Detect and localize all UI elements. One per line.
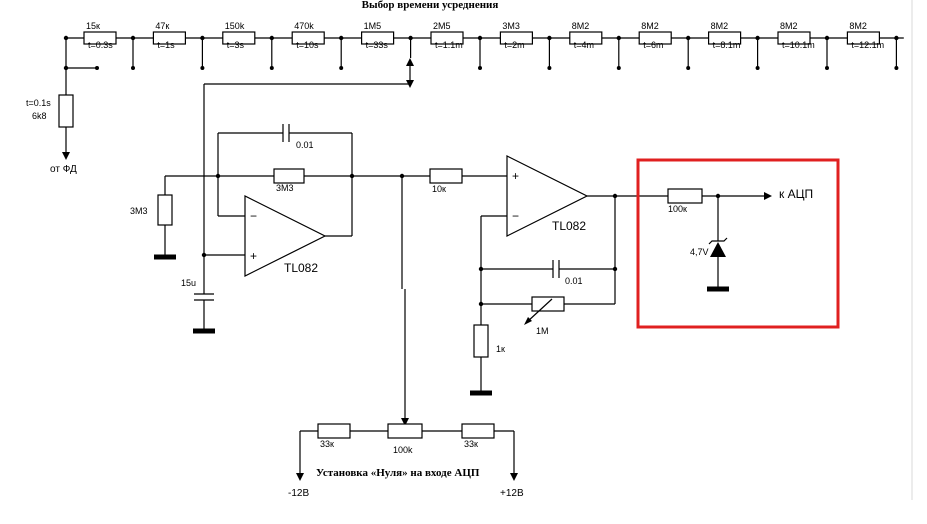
pot-100k-label: 100k	[393, 445, 413, 455]
chain-resistor-9	[638, 31, 672, 45]
chain-resistor-5	[361, 31, 395, 45]
chain-resistor-1	[83, 31, 117, 45]
zener-label: 4,7V	[690, 247, 709, 257]
chain-res-value: 8M2	[849, 21, 867, 31]
res-33k-right	[461, 423, 495, 439]
chain-resistor-8	[569, 31, 603, 45]
res-10k	[429, 168, 463, 184]
input-res-value: 6k8	[32, 111, 47, 121]
chain-time-label: t=10s	[296, 40, 319, 50]
chain-resistor-7	[499, 31, 533, 45]
chain-resistor-10	[707, 31, 742, 45]
opamp2-minus: −	[512, 209, 519, 223]
chain-time-label: t=4m	[574, 40, 594, 50]
res-33k-left-label: 33к	[320, 439, 334, 449]
zener-diode	[710, 242, 726, 257]
chain-resistor-6	[430, 31, 464, 45]
res-3m3-fb-label: 3M3	[276, 183, 294, 193]
chain-res-value: 47к	[155, 21, 169, 31]
adc-label: к АЦП	[779, 187, 813, 201]
res-3m3-fb	[273, 168, 305, 184]
res-33k-right-label: 33к	[464, 439, 478, 449]
pot-100k	[387, 423, 423, 439]
chain-time-label: t=6m	[643, 40, 663, 50]
pot-1m	[531, 296, 565, 312]
res-10k-label: 10к	[432, 184, 446, 194]
chain-res-value: 3M3	[502, 21, 520, 31]
chain-time-label: t=2m	[504, 40, 524, 50]
chain-res-value: 15к	[86, 21, 100, 31]
chain-resistor-4	[291, 31, 325, 45]
chain-res-value: 8M2	[780, 21, 798, 31]
chain-time-label: t=0.3s	[88, 40, 113, 50]
input-label: от ФД	[50, 164, 77, 175]
chain-res-value: 1M5	[364, 21, 382, 31]
chain-time-label: t=8.1m	[713, 40, 741, 50]
chain-res-value: 8M2	[641, 21, 659, 31]
chain-res-value: 150k	[225, 21, 245, 31]
cap-fb2-label: 0.01	[565, 276, 583, 286]
res-33k-left	[317, 423, 351, 439]
chain-resistor-2	[152, 31, 186, 45]
highlight-box	[636, 158, 840, 329]
chain-resistor-11	[777, 31, 811, 45]
plus12-label: +12В	[500, 488, 524, 499]
averaging-chain: 15к t=0.3s 47к t=1s 150k t=3s 470k t=10s 1M5 t=33…	[63, 21, 904, 70]
chain-time-label: t=33s	[366, 40, 389, 50]
opamp1-minus: −	[250, 209, 257, 223]
cap-15u-label: 15u	[181, 278, 196, 288]
chain-resistor-12	[846, 31, 881, 45]
chain-res-value: 8M2	[711, 21, 729, 31]
diagram-title: Выбор времени усреднения	[362, 0, 499, 11]
zero-adjust-label: Установка «Нуля» на входе АЦП	[316, 467, 480, 479]
chain-res-value: 8M2	[572, 21, 590, 31]
chain-time-label: t=1.1m	[435, 40, 463, 50]
chain-time-label: t=12.1m	[851, 40, 884, 50]
opamp2-plus: +	[512, 169, 519, 183]
input-res-t: t=0.1s	[26, 98, 51, 108]
res-100k-out	[667, 188, 703, 204]
chain-resistor-3	[222, 31, 256, 45]
opamp-2	[506, 155, 589, 237]
cap-fb1-label: 0.01	[296, 140, 314, 150]
opamp2-label: TL082	[552, 219, 586, 233]
opamp1-plus: +	[250, 249, 257, 263]
res-100k-out-label: 100к	[668, 204, 687, 214]
opamp-1	[244, 195, 327, 277]
chain-time-label: t=10.1m	[782, 40, 815, 50]
input-resistor	[58, 94, 74, 128]
opamp1-label: TL082	[284, 261, 318, 275]
res-3m3-left	[157, 194, 173, 226]
res-1k-label: 1к	[496, 344, 505, 354]
chain-res-value: 470k	[294, 21, 314, 31]
chain-res-value: 2M5	[433, 21, 451, 31]
chain-time-label: t=3s	[227, 40, 245, 50]
pot-1m-label: 1M	[536, 326, 549, 336]
minus12-label: -12В	[288, 488, 309, 499]
chain-time-label: t=1s	[157, 40, 175, 50]
res-3m3-left-label: 3M3	[130, 206, 148, 216]
res-1k	[473, 324, 489, 358]
